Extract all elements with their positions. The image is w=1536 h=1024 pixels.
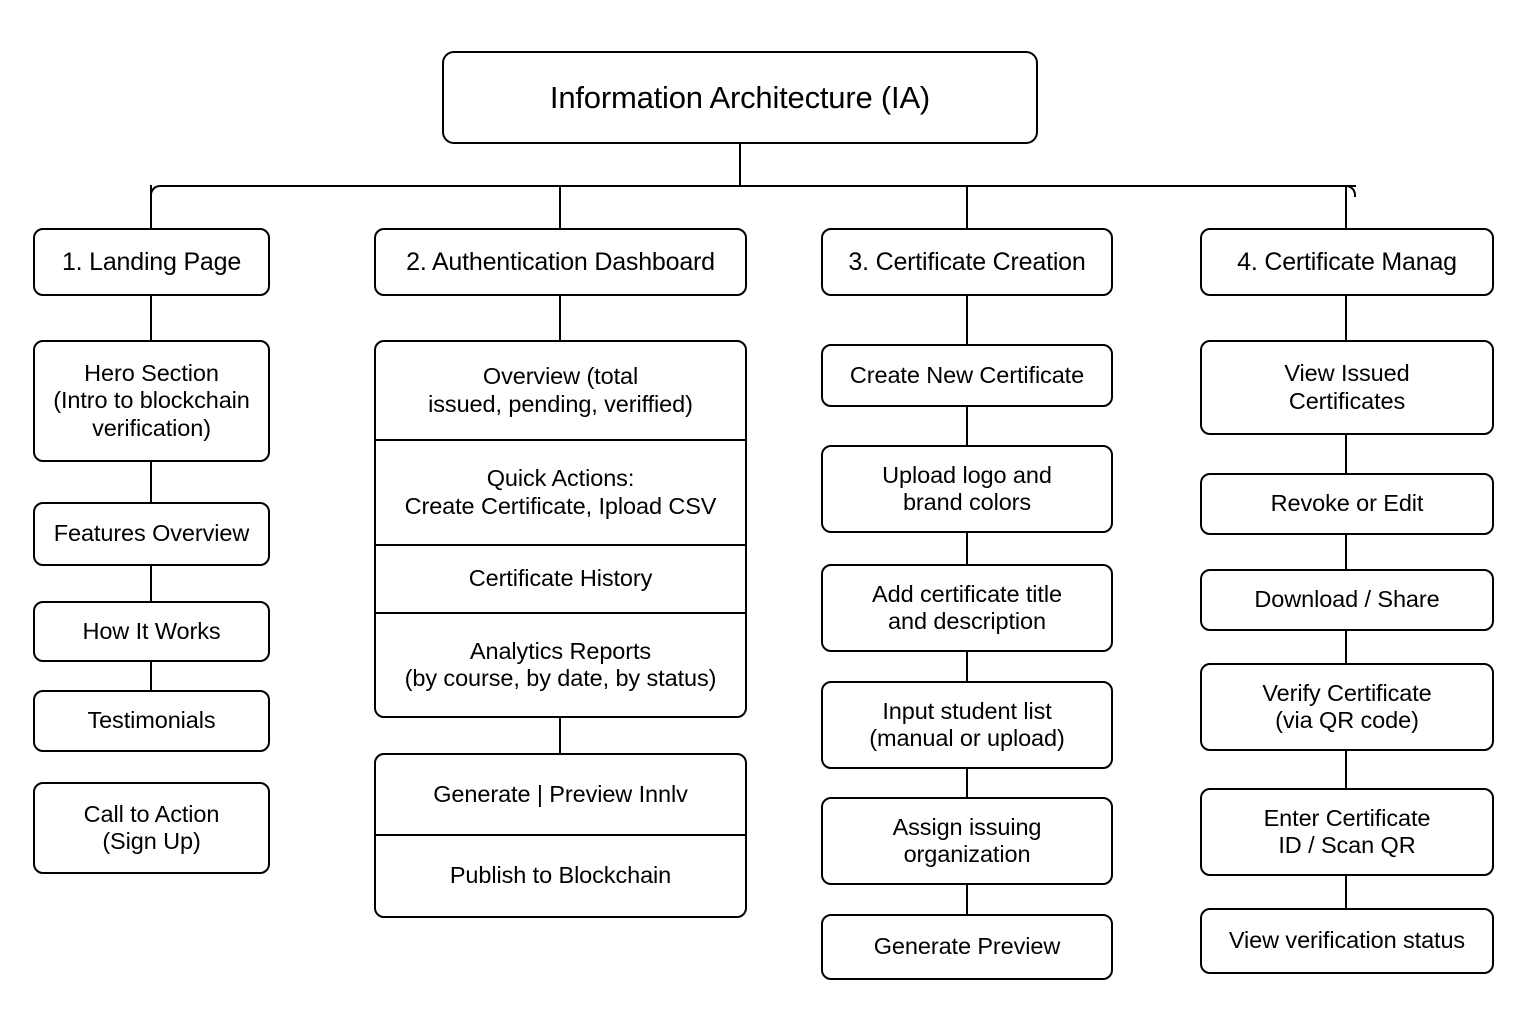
- column-header-label: 3. Certificate Creation: [848, 247, 1086, 276]
- node-label: Hero Section (Intro to blockchain verifi…: [53, 360, 250, 441]
- node-add-certificate-title-description[interactable]: Add certificate title and description: [821, 564, 1113, 652]
- column-header-label: 2. Authentication Dashboard: [406, 247, 715, 276]
- node-label: Generate | Preview Innlv: [433, 780, 688, 807]
- connector-c3-item2-to-item3: [966, 652, 968, 681]
- connector-bus-drop-col4: [1345, 185, 1347, 228]
- connector-c4-item0-to-item1: [1345, 435, 1347, 473]
- node-label: Call to Action (Sign Up): [83, 800, 220, 854]
- connector-bus-elbow-col4: [1344, 185, 1356, 197]
- node-label: Certificate History: [468, 565, 653, 592]
- node-label: Features Overview: [53, 520, 250, 547]
- group-dashboard-actions: Generate | Preview Innlv Publish to Bloc…: [374, 753, 747, 918]
- node-testimonials[interactable]: Testimonials: [33, 690, 270, 752]
- group-row-publish-to-blockchain[interactable]: Publish to Blockchain: [376, 836, 745, 916]
- connector-c3-item0-to-item1: [966, 407, 968, 445]
- node-label: Upload logo and brand colors: [882, 461, 1052, 515]
- node-label: Download / Share: [1254, 586, 1440, 613]
- node-label: How It Works: [82, 617, 221, 644]
- connector-c1-item0-to-item1: [150, 462, 152, 502]
- connector-c4-item4-to-item5: [1345, 876, 1347, 908]
- group-row-generate-preview[interactable]: Generate | Preview Innlv: [376, 755, 745, 836]
- node-generate-preview[interactable]: Generate Preview: [821, 914, 1113, 980]
- connector-bus-drop-col1: [150, 185, 152, 228]
- column-header-authentication-dashboard[interactable]: 2. Authentication Dashboard: [374, 228, 747, 296]
- node-upload-logo-brand-colors[interactable]: Upload logo and brand colors: [821, 445, 1113, 533]
- node-label: Create New Certificate: [849, 361, 1085, 388]
- connector-root-stem: [739, 144, 741, 186]
- node-call-to-action[interactable]: Call to Action (Sign Up): [33, 782, 270, 874]
- connector-c1-head-to-item0: [150, 296, 152, 340]
- connector-horizontal-bus: [160, 185, 1356, 187]
- node-assign-issuing-organization[interactable]: Assign issuing organization: [821, 797, 1113, 885]
- connector-c2-group0-to-group1: [559, 718, 561, 753]
- connector-c4-item2-to-item3: [1345, 631, 1347, 663]
- node-how-it-works[interactable]: How It Works: [33, 601, 270, 662]
- connector-c1-item2-to-item3: [150, 662, 152, 690]
- connector-c4-item1-to-item2: [1345, 535, 1347, 569]
- connector-c3-item4-to-item5: [966, 885, 968, 914]
- node-label: Testimonials: [87, 707, 216, 734]
- node-view-issued-certificates[interactable]: View Issued Certificates: [1200, 340, 1494, 435]
- column-header-label: 4. Certificate Manag: [1237, 247, 1457, 276]
- group-row-analytics-reports[interactable]: Analytics Reports (by course, by date, b…: [376, 614, 745, 716]
- group-row-certificate-history[interactable]: Certificate History: [376, 546, 745, 614]
- connector-c4-item3-to-item4: [1345, 751, 1347, 788]
- node-view-verification-status[interactable]: View verification status: [1200, 908, 1494, 974]
- group-row-quick-actions[interactable]: Quick Actions: Create Certificate, Iploa…: [376, 441, 745, 546]
- node-input-student-list[interactable]: Input student list (manual or upload): [821, 681, 1113, 769]
- node-revoke-or-edit[interactable]: Revoke or Edit: [1200, 473, 1494, 535]
- connector-bus-drop-col3: [966, 186, 968, 228]
- connector-c3-item1-to-item2: [966, 533, 968, 564]
- column-header-label: 1. Landing Page: [61, 247, 242, 276]
- connector-bus-drop-col2: [559, 186, 561, 228]
- node-download-share[interactable]: Download / Share: [1200, 569, 1494, 631]
- node-label: Assign issuing organization: [892, 813, 1042, 867]
- column-header-certificate-creation[interactable]: 3. Certificate Creation: [821, 228, 1113, 296]
- node-label: View verification status: [1228, 927, 1466, 954]
- connector-c2-head-to-group0: [559, 296, 561, 340]
- node-verify-certificate[interactable]: Verify Certificate (via QR code): [1200, 663, 1494, 751]
- node-features-overview[interactable]: Features Overview: [33, 502, 270, 566]
- connector-bus-elbow-col1: [150, 185, 162, 197]
- node-label: Verify Certificate (via QR code): [1262, 679, 1432, 733]
- node-label: Analytics Reports (by course, by date, b…: [404, 637, 717, 691]
- column-header-certificate-management[interactable]: 4. Certificate Manag: [1200, 228, 1494, 296]
- connector-c3-item3-to-item4: [966, 769, 968, 797]
- node-label: Revoke or Edit: [1270, 490, 1424, 517]
- node-label: Add certificate title and description: [872, 580, 1062, 634]
- node-label: Enter Certificate ID / Scan QR: [1263, 804, 1431, 858]
- connector-c4-head-to-item0: [1345, 296, 1347, 340]
- node-label: View Issued Certificates: [1284, 360, 1410, 414]
- node-enter-certificate-id-scan-qr[interactable]: Enter Certificate ID / Scan QR: [1200, 788, 1494, 876]
- connector-c1-item1-to-item2: [150, 566, 152, 601]
- node-label: Publish to Blockchain: [449, 862, 672, 889]
- node-label: Generate Preview: [873, 933, 1061, 960]
- column-header-landing-page[interactable]: 1. Landing Page: [33, 228, 270, 296]
- group-dashboard-sections: Overview (total issued, pending, veriffi…: [374, 340, 747, 718]
- root-node-label: Information Architecture (IA): [549, 79, 931, 115]
- node-label: Overview (total issued, pending, veriffi…: [428, 363, 693, 417]
- node-hero-section[interactable]: Hero Section (Intro to blockchain verifi…: [33, 340, 270, 462]
- node-label: Input student list (manual or upload): [869, 697, 1065, 751]
- node-label: Quick Actions: Create Certificate, Iploa…: [404, 465, 717, 519]
- root-node-information-architecture[interactable]: Information Architecture (IA): [442, 51, 1038, 144]
- node-create-new-certificate[interactable]: Create New Certificate: [821, 344, 1113, 407]
- group-row-overview[interactable]: Overview (total issued, pending, veriffi…: [376, 342, 745, 441]
- connector-c3-head-to-item0: [966, 296, 968, 344]
